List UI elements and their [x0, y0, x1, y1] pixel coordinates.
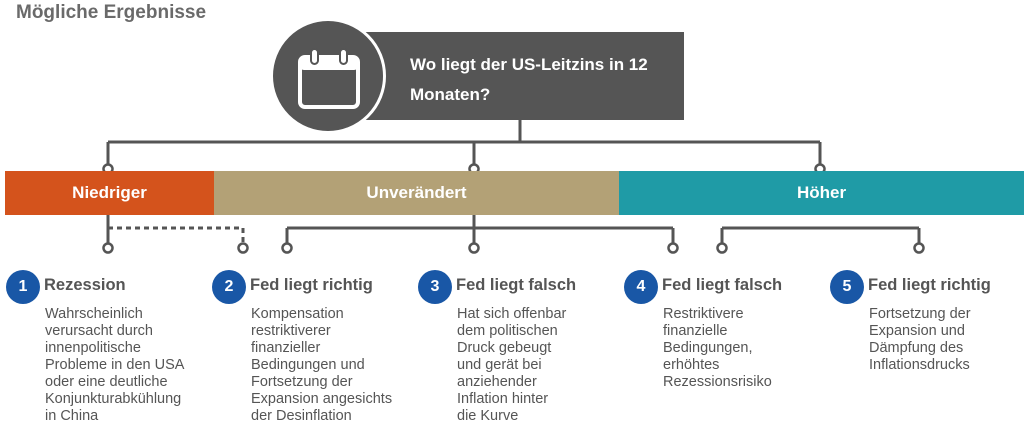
calendar-badge: [270, 18, 386, 134]
calendar-icon: [298, 48, 360, 109]
number-badge-4: 4: [624, 270, 658, 304]
number-badge-2: 2: [212, 270, 246, 304]
question-box: [360, 32, 684, 120]
outcome-title-5: Fed liegt richtig: [868, 276, 991, 294]
band-niedriger: Niedriger: [5, 171, 214, 215]
outcome-title-3: Fed liegt falsch: [456, 276, 577, 294]
outcome-desc-3: Hat sich offenbar dem politischen Druck …: [457, 306, 567, 422]
outcome-desc-2: Kompensation restriktiverer finanzieller…: [251, 306, 393, 422]
number-badge-3: 3: [418, 270, 452, 304]
outcome-title-2: Fed liegt richtig: [250, 276, 373, 294]
number-badge-5: 5: [830, 270, 864, 304]
band-hoeher: Höher: [619, 171, 1024, 215]
outcome-title-1: Rezession: [44, 276, 126, 294]
outcome-desc-1: Wahrscheinlich verursacht durch innenpol…: [45, 306, 185, 422]
number-badge-1: 1: [6, 270, 40, 304]
page-title: Mögliche Ergebnisse: [16, 2, 207, 23]
question-text: Wo liegt der US-Leitzins in 12 Monaten?: [410, 55, 648, 104]
band-unveraendert: Unverändert: [214, 171, 619, 215]
outcome-desc-4: Restriktivere finanzielle Bedingungen, e…: [663, 306, 772, 390]
outcome-title-4: Fed liegt falsch: [662, 276, 783, 294]
outcome-desc-5: Fortsetzung der Expansion und Dämpfung d…: [869, 306, 971, 373]
